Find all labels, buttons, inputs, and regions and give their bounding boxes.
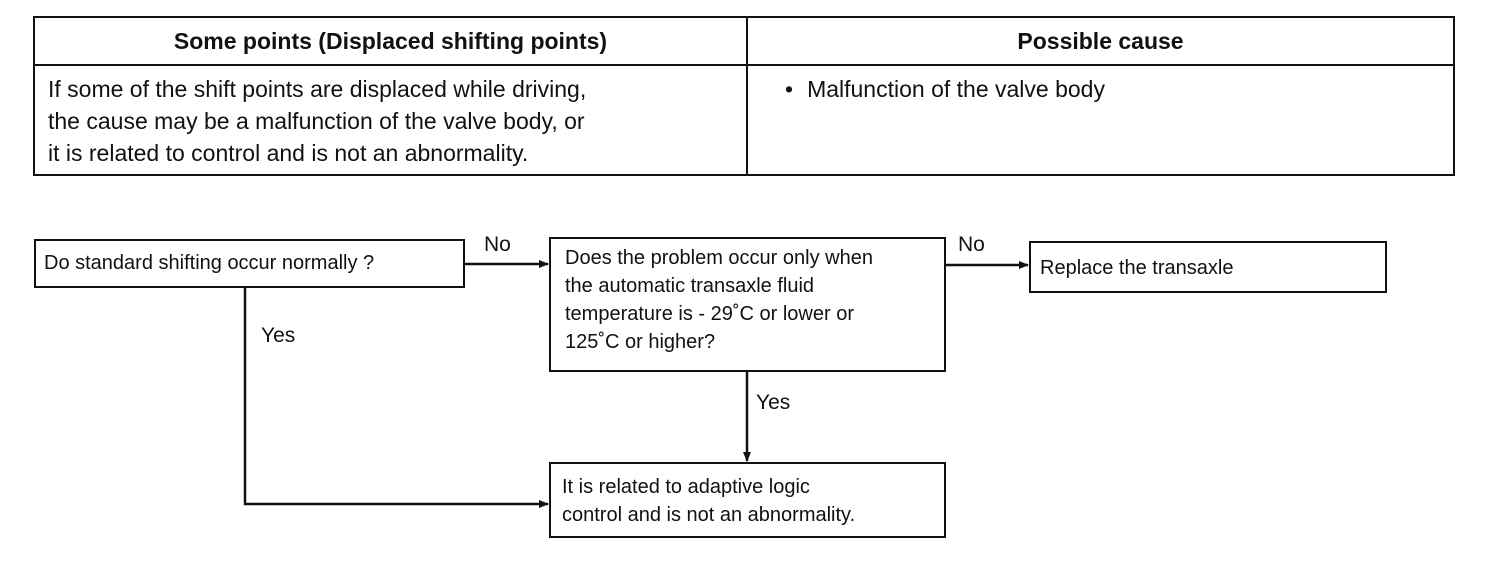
bullet-icon: • bbox=[785, 76, 794, 102]
box-text-line: Does the problem occur only when bbox=[565, 247, 873, 269]
box-text-line: 125˚C or higher? bbox=[565, 331, 716, 353]
label-yes: Yes bbox=[261, 324, 296, 347]
possible-cause-item: • Malfunction of the valve body bbox=[785, 73, 1105, 105]
symptom-line: the cause may be a malfunction of the va… bbox=[48, 108, 585, 134]
box-text-line: It is related to adaptive logic bbox=[562, 476, 810, 498]
box-text-line: temperature is - 29˚C or lower or bbox=[565, 303, 854, 325]
box-text-line: Do standard shifting occur normally ? bbox=[44, 252, 375, 274]
result-adaptive-logic-box: It is related to adaptive logic control … bbox=[549, 462, 946, 538]
symptom-line: it is related to control and is not an a… bbox=[48, 140, 529, 166]
symptom-line: If some of the shift points are displace… bbox=[48, 76, 587, 102]
symptom-description: If some of the shift points are displace… bbox=[48, 73, 738, 169]
table-column-divider bbox=[746, 18, 748, 174]
action-replace-transaxle-box: Replace the transaxle bbox=[1029, 241, 1387, 293]
label-no: No bbox=[484, 233, 511, 256]
box-text-line: control and is not an abnormality. bbox=[562, 504, 856, 526]
question-standard-shifting-box: Do standard shifting occur normally ? bbox=[34, 239, 465, 288]
question-fluid-temperature-box: Does the problem occur only when the aut… bbox=[549, 237, 946, 372]
symptom-table: Some points (Displaced shifting points) … bbox=[33, 16, 1455, 176]
box-text-line: the automatic transaxle fluid bbox=[565, 275, 815, 297]
table-header-divider bbox=[35, 64, 1453, 66]
header-some-points: Some points (Displaced shifting points) bbox=[173, 28, 608, 54]
header-possible-cause: Possible cause bbox=[1017, 28, 1184, 54]
possible-cause-text: Malfunction of the valve body bbox=[807, 76, 1105, 102]
label-yes: Yes bbox=[756, 391, 791, 414]
label-no: No bbox=[958, 233, 985, 256]
arrow-q1-to-result bbox=[243, 288, 549, 508]
box-text-line: Replace the transaxle bbox=[1040, 257, 1234, 279]
